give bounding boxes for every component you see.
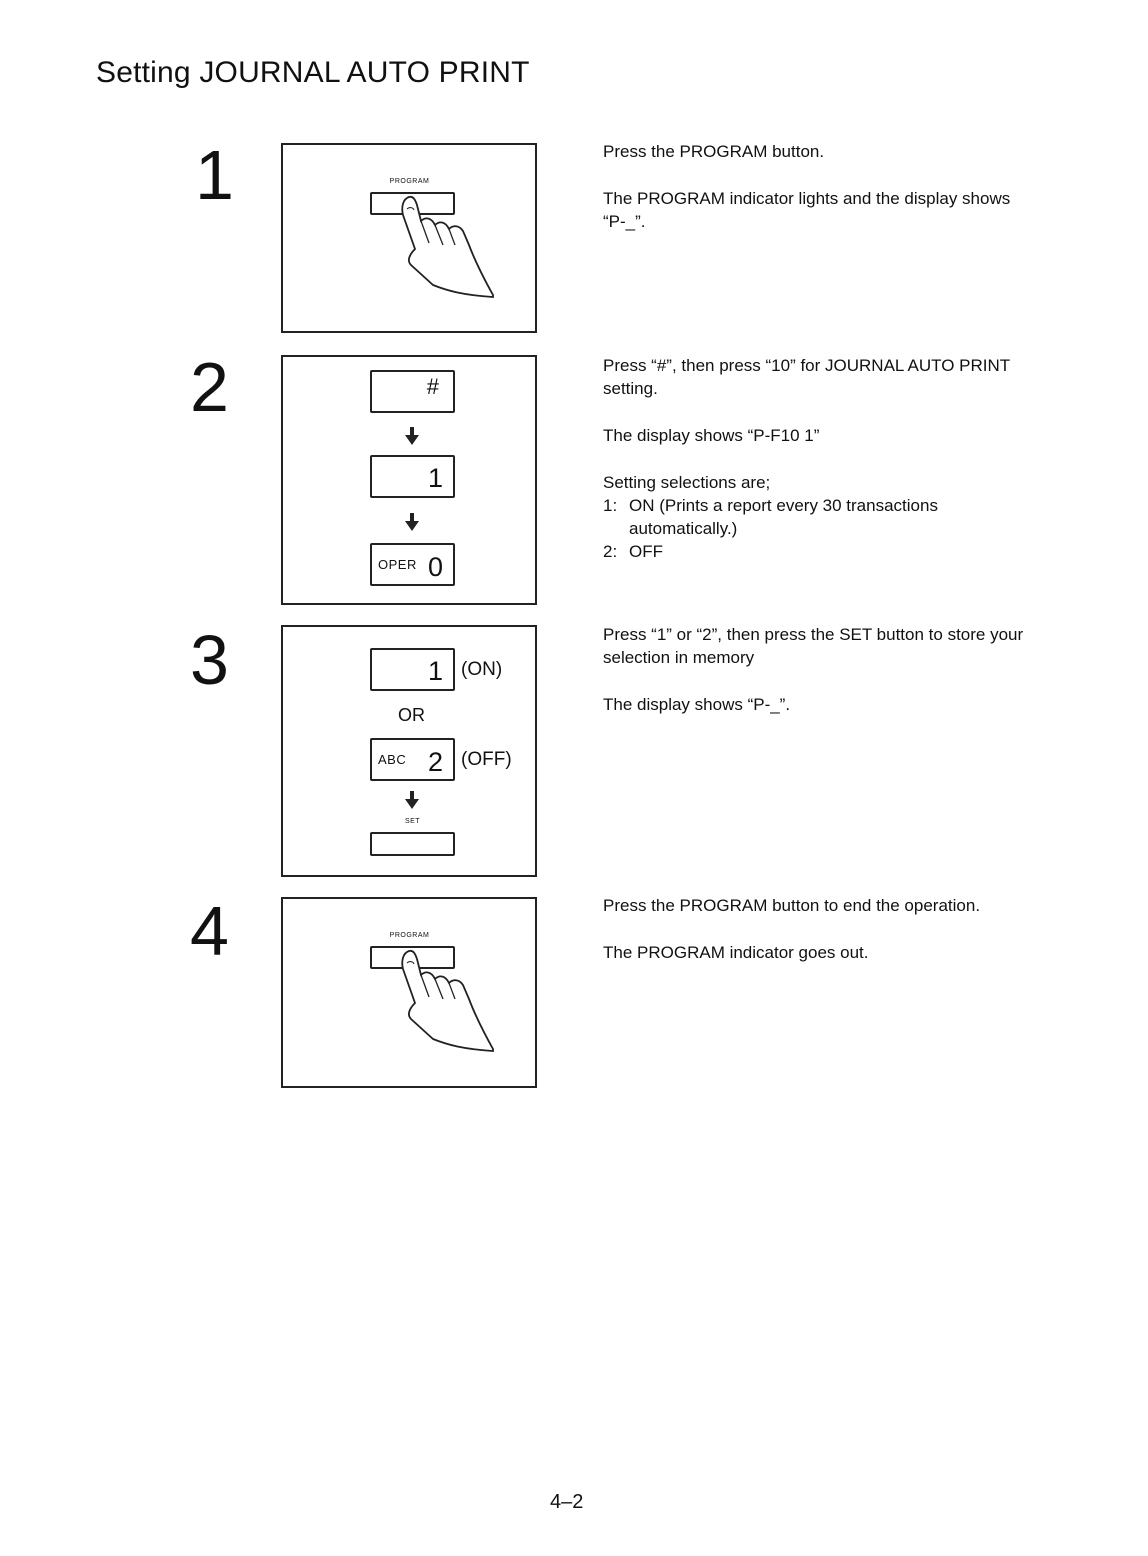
hand-pressing-button-icon: [401, 195, 494, 298]
page-title: Setting JOURNAL AUTO PRINT: [96, 56, 530, 89]
instruction-paragraph: The display shows “P-F10 1”: [603, 426, 820, 445]
instruction-paragraph: Press the PROGRAM button.: [603, 142, 825, 161]
step-illustration: PROGRAM: [281, 143, 537, 333]
instruction-paragraph: Setting selections are;: [603, 473, 771, 492]
arrow-down-icon: [405, 427, 419, 445]
page-number: 4–2: [550, 1491, 584, 1513]
set-button: [370, 832, 455, 856]
step-instructions: Press “#”, then press “10” for JOURNAL A…: [603, 354, 1033, 563]
abc-2-key: ABC 2: [370, 738, 455, 781]
program-button-label: PROGRAM: [389, 178, 430, 185]
or-label: OR: [398, 705, 425, 725]
program-button-label: PROGRAM: [389, 932, 430, 939]
arrow-down-icon: [405, 513, 419, 531]
step-illustration: # 1 OPER 0: [281, 355, 537, 605]
off-label: (OFF): [461, 749, 512, 770]
instruction-paragraph: The PROGRAM indicator goes out.: [603, 943, 869, 962]
arrow-down-icon: [405, 791, 419, 809]
key-sub-label: ABC: [378, 752, 407, 767]
instruction-paragraph: The display shows “P-_”.: [603, 695, 791, 714]
step-number: 2: [190, 348, 229, 426]
oper-0-key: OPER 0: [370, 543, 455, 586]
step-illustration: 1 (ON) OR ABC 2 (OFF) SET: [281, 625, 537, 877]
key-digit: 0: [427, 552, 443, 582]
hand-pressing-button-icon: [401, 949, 494, 1052]
step-number: 3: [190, 621, 229, 699]
instruction-paragraph: Press “#”, then press “10” for JOURNAL A…: [603, 356, 1010, 398]
step-number: 1: [195, 136, 234, 214]
step-instructions: Press “1” or “2”, then press the SET but…: [603, 623, 1033, 740]
step-illustration: PROGRAM: [281, 897, 537, 1088]
step-instructions: Press the PROGRAM button to end the oper…: [603, 894, 1033, 988]
instruction-paragraph: Press the PROGRAM button to end the oper…: [603, 896, 981, 915]
step-instructions: Press the PROGRAM button. The PROGRAM in…: [603, 140, 1033, 257]
on-label: (ON): [461, 659, 503, 680]
step-number: 4: [190, 892, 229, 970]
digit-key-1: 1: [370, 648, 455, 691]
key-sub-label: OPER: [378, 557, 417, 572]
key-digit: 2: [427, 747, 443, 777]
setting-options-list: 1:ON (Prints a report every 30 transacti…: [603, 494, 1033, 563]
digit-key-1: 1: [370, 455, 455, 498]
key-digit: 1: [427, 656, 443, 686]
list-item: 2:OFF: [603, 542, 663, 561]
list-item: 1:ON (Prints a report every 30 transacti…: [603, 496, 938, 538]
hash-key: #: [370, 370, 455, 413]
instruction-paragraph: Press “1” or “2”, then press the SET but…: [603, 625, 1024, 667]
key-digit: 1: [427, 463, 443, 493]
instruction-paragraph: The PROGRAM indicator lights and the dis…: [603, 189, 1011, 231]
set-button-label: SET: [404, 818, 421, 825]
hash-key-mark: #: [426, 374, 439, 399]
